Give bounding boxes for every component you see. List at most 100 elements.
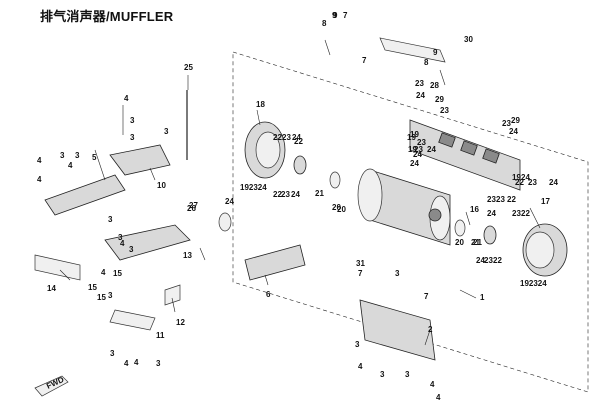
callout-number: 8 bbox=[424, 58, 429, 67]
bracket-part-11 bbox=[109, 309, 156, 331]
muffler-outlet-hole bbox=[428, 208, 442, 222]
callout-number: 19 bbox=[407, 133, 416, 142]
callout-number: 24 bbox=[521, 173, 530, 182]
callout-number: 22 bbox=[521, 209, 530, 218]
callout-number: 4 bbox=[430, 380, 435, 389]
callout-number: 20 bbox=[337, 205, 346, 214]
callout-number: 8 bbox=[322, 19, 327, 28]
cover-part-10 bbox=[109, 144, 171, 176]
shield-slot bbox=[460, 140, 478, 156]
callout-number: 4 bbox=[101, 268, 106, 277]
callout-number: 3 bbox=[405, 370, 410, 379]
callout-number: 28 bbox=[430, 81, 439, 90]
callout-number: 23 bbox=[417, 138, 426, 147]
callout-number: 24 bbox=[410, 159, 419, 168]
callout-number: 24 bbox=[476, 256, 485, 265]
callout-number: 7 bbox=[343, 11, 348, 20]
callout-number: 24 bbox=[487, 209, 496, 218]
callout-number: 23 bbox=[512, 209, 521, 218]
callout-number: 12 bbox=[176, 318, 185, 327]
callout-number: 3 bbox=[130, 116, 135, 125]
callout-number: 3 bbox=[130, 133, 135, 142]
pipe-part-6 bbox=[244, 244, 306, 281]
lower-shield-part-2 bbox=[359, 299, 436, 361]
callout-number: 17 bbox=[541, 197, 550, 206]
callout-number: 16 bbox=[470, 205, 479, 214]
callout-number: 4 bbox=[124, 359, 129, 368]
callout-number: 192324 bbox=[520, 279, 547, 288]
callout-number: 24 bbox=[292, 133, 301, 142]
callout-number: 7 bbox=[358, 269, 363, 278]
callout-number: 9 bbox=[333, 11, 338, 20]
callout-number: 23 bbox=[415, 79, 424, 88]
callout-number: 19 bbox=[410, 130, 419, 139]
callout-number: 3 bbox=[108, 215, 113, 224]
callout-number: 11 bbox=[156, 331, 165, 340]
bracket-part-12 bbox=[164, 284, 181, 306]
callout-number: 7 bbox=[362, 56, 367, 65]
callout-number: 3 bbox=[395, 269, 400, 278]
callout-number: 1 bbox=[480, 293, 485, 302]
callout-number: 10 bbox=[157, 181, 166, 190]
callout-number: 23 bbox=[484, 256, 493, 265]
callout-number: 23 bbox=[440, 106, 449, 115]
callout-number: 3 bbox=[110, 349, 115, 358]
callout-number: 30 bbox=[464, 35, 473, 44]
diagram-title: 排气消声器/MUFFLER bbox=[40, 9, 174, 24]
callout-number: 18 bbox=[256, 100, 265, 109]
callout-number: 19 bbox=[408, 145, 417, 154]
callout-number: 24 bbox=[549, 178, 558, 187]
leader-lines bbox=[59, 39, 541, 346]
callout-number: 29 bbox=[511, 116, 520, 125]
callout-number: 4 bbox=[358, 362, 363, 371]
callout-number: 3 bbox=[380, 370, 385, 379]
fwd-arrow-icon bbox=[34, 375, 69, 397]
callout-number: 9 bbox=[332, 11, 337, 20]
gasket-part-25 bbox=[218, 212, 232, 232]
callout-number: 4 bbox=[436, 393, 441, 402]
callout-number: 24 bbox=[413, 150, 422, 159]
callout-number: 22 bbox=[515, 178, 524, 187]
callout-number: 3 bbox=[156, 359, 161, 368]
assembly-frame bbox=[232, 51, 589, 393]
callout-number: 5 bbox=[92, 153, 97, 162]
callout-number: 22 bbox=[294, 137, 303, 146]
callout-number: 3 bbox=[75, 151, 80, 160]
muffler-inlet-end bbox=[357, 168, 383, 222]
callout-number: 192324 bbox=[240, 183, 267, 192]
callout-number: 4 bbox=[37, 175, 42, 184]
joint-part-21b bbox=[483, 225, 497, 245]
heat-shield-part-16 bbox=[409, 119, 521, 191]
callout-number: 4 bbox=[124, 94, 129, 103]
callout-number: 2 bbox=[428, 325, 433, 334]
callout-number: 23 bbox=[502, 119, 511, 128]
callout-number: 24 bbox=[291, 190, 300, 199]
bracket-part-14 bbox=[34, 254, 81, 281]
callout-number: 23 bbox=[487, 195, 496, 204]
head-pipe-part-5 bbox=[44, 174, 126, 216]
callout-number: 4 bbox=[37, 156, 42, 165]
joint-part-21 bbox=[293, 155, 307, 175]
callout-number: 22 bbox=[493, 256, 502, 265]
callout-number: 23 bbox=[414, 145, 423, 154]
callout-number: 22 bbox=[273, 133, 282, 142]
callout-number: 21 bbox=[471, 238, 480, 247]
callout-number: 25 bbox=[184, 63, 193, 72]
callout-number: 3 bbox=[355, 340, 360, 349]
washer-part-20b bbox=[454, 219, 466, 237]
washer-part-20 bbox=[329, 171, 341, 189]
callout-number: 31 bbox=[356, 259, 365, 268]
callout-number: 3 bbox=[60, 151, 65, 160]
callout-number: 4 bbox=[120, 239, 125, 248]
callout-number: 20 bbox=[332, 203, 341, 212]
callout-number: 23 bbox=[528, 178, 537, 187]
rear-cap-inner bbox=[525, 231, 555, 269]
callout-number: 23 bbox=[496, 195, 505, 204]
callout-number: 24 bbox=[427, 145, 436, 154]
callout-number: 24 bbox=[416, 91, 425, 100]
callout-number: 29 bbox=[435, 95, 444, 104]
callout-number: 24 bbox=[509, 127, 518, 136]
